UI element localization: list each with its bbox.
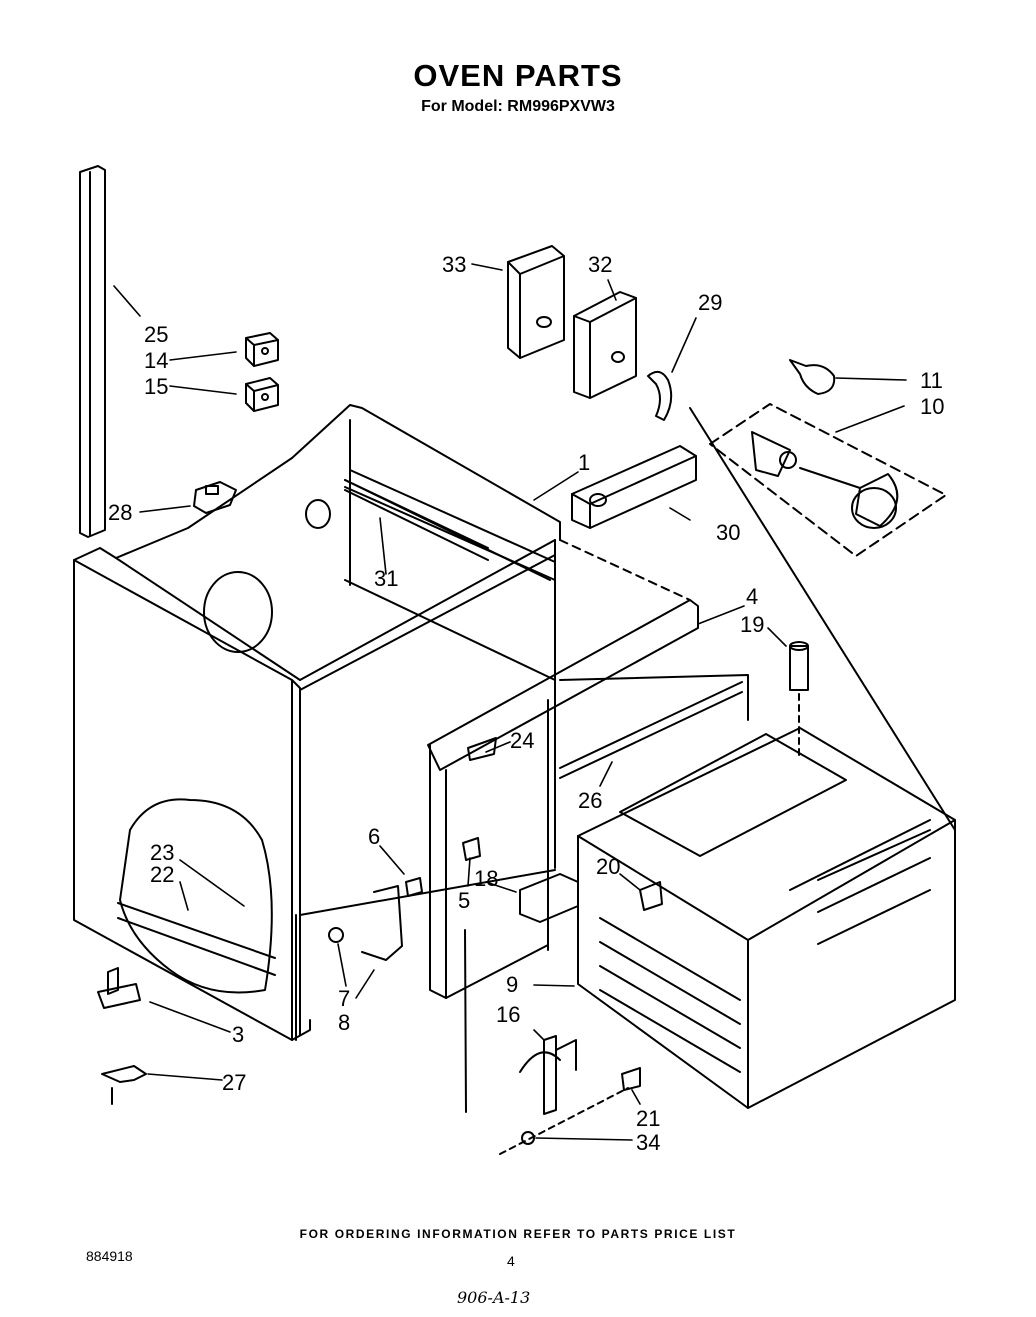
callout-23: 22 xyxy=(150,862,174,887)
callout-5: 5 xyxy=(458,888,470,913)
part-29-switch xyxy=(193,481,237,514)
callout-32: 31 xyxy=(374,566,398,591)
callout-30: 29 xyxy=(698,290,722,315)
part-15-switch xyxy=(245,377,279,412)
part-1-rail xyxy=(344,469,556,581)
callout-25: 24 xyxy=(510,728,534,753)
part-28-bracket xyxy=(101,1065,147,1105)
document-number: 884918 xyxy=(86,1248,133,1264)
part-16-hinge xyxy=(519,1035,577,1115)
callout-11: 11 xyxy=(920,368,943,393)
part-27-rod xyxy=(559,681,743,779)
part-31-module xyxy=(571,445,697,529)
callout-8: 8 xyxy=(338,1010,350,1035)
callout-29: 28 xyxy=(108,500,132,525)
part-4-front-frame xyxy=(427,599,749,999)
page-title: OVEN PARTS xyxy=(413,58,623,93)
callout-14: 14 xyxy=(144,348,168,373)
callout-24: 23 xyxy=(150,840,174,865)
callout-34: 33 xyxy=(442,252,466,277)
part-10-light-assembly xyxy=(709,403,947,557)
callout-9: 9 xyxy=(506,972,518,997)
part-8-bracket xyxy=(361,885,403,961)
callout-21: 21 xyxy=(636,1106,660,1131)
part-3-leveling-leg xyxy=(97,967,141,1009)
callout-26: 25 xyxy=(144,322,168,347)
ordering-note: FOR ORDERING INFORMATION REFER TO PARTS … xyxy=(299,1227,737,1241)
handwritten-note: 906-A-13 xyxy=(457,1288,531,1307)
callout-1: 1 xyxy=(578,450,590,475)
part-30-hose xyxy=(647,370,673,421)
callout-18: 18 xyxy=(474,866,498,891)
callout-16: 16 xyxy=(496,1002,520,1027)
part-11-bulb xyxy=(789,359,836,395)
callout-15: 15 xyxy=(144,374,168,399)
part-22-washer xyxy=(521,1131,535,1145)
part-33-cover xyxy=(573,291,637,399)
callout-20: 20 xyxy=(596,854,620,879)
callout-22: 34 xyxy=(636,1130,660,1155)
callout-6: 6 xyxy=(368,824,380,849)
part-5-bushing xyxy=(462,837,481,861)
part-7-nut xyxy=(328,927,344,943)
callout-31: 30 xyxy=(716,520,740,545)
callout-28: 27 xyxy=(222,1070,246,1095)
part-oven-cabinet xyxy=(73,404,561,1041)
part-6-fastener xyxy=(405,877,423,897)
part-25-sensor xyxy=(467,737,497,761)
callout-10: 10 xyxy=(920,394,944,419)
callout-7: 7 xyxy=(338,986,350,1011)
part-34-cover xyxy=(507,245,565,359)
callout-19: 19 xyxy=(740,612,764,637)
callout-33: 32 xyxy=(588,252,612,277)
part-19-pin xyxy=(789,641,809,691)
part-20-clip xyxy=(639,881,663,911)
callout-3: 3 xyxy=(232,1022,244,1047)
callout-27: 26 xyxy=(578,788,602,813)
part-14-switch xyxy=(245,332,279,367)
part-32-bracket xyxy=(344,479,489,561)
part-21-screw xyxy=(621,1067,641,1091)
model-subtitle: For Model: RM996PXVW3 xyxy=(421,98,615,115)
callout-4: 4 xyxy=(746,584,758,609)
page-number: 4 xyxy=(507,1253,515,1269)
part-9-oven-liner xyxy=(577,727,956,1109)
part-26-side-trim xyxy=(79,165,106,538)
